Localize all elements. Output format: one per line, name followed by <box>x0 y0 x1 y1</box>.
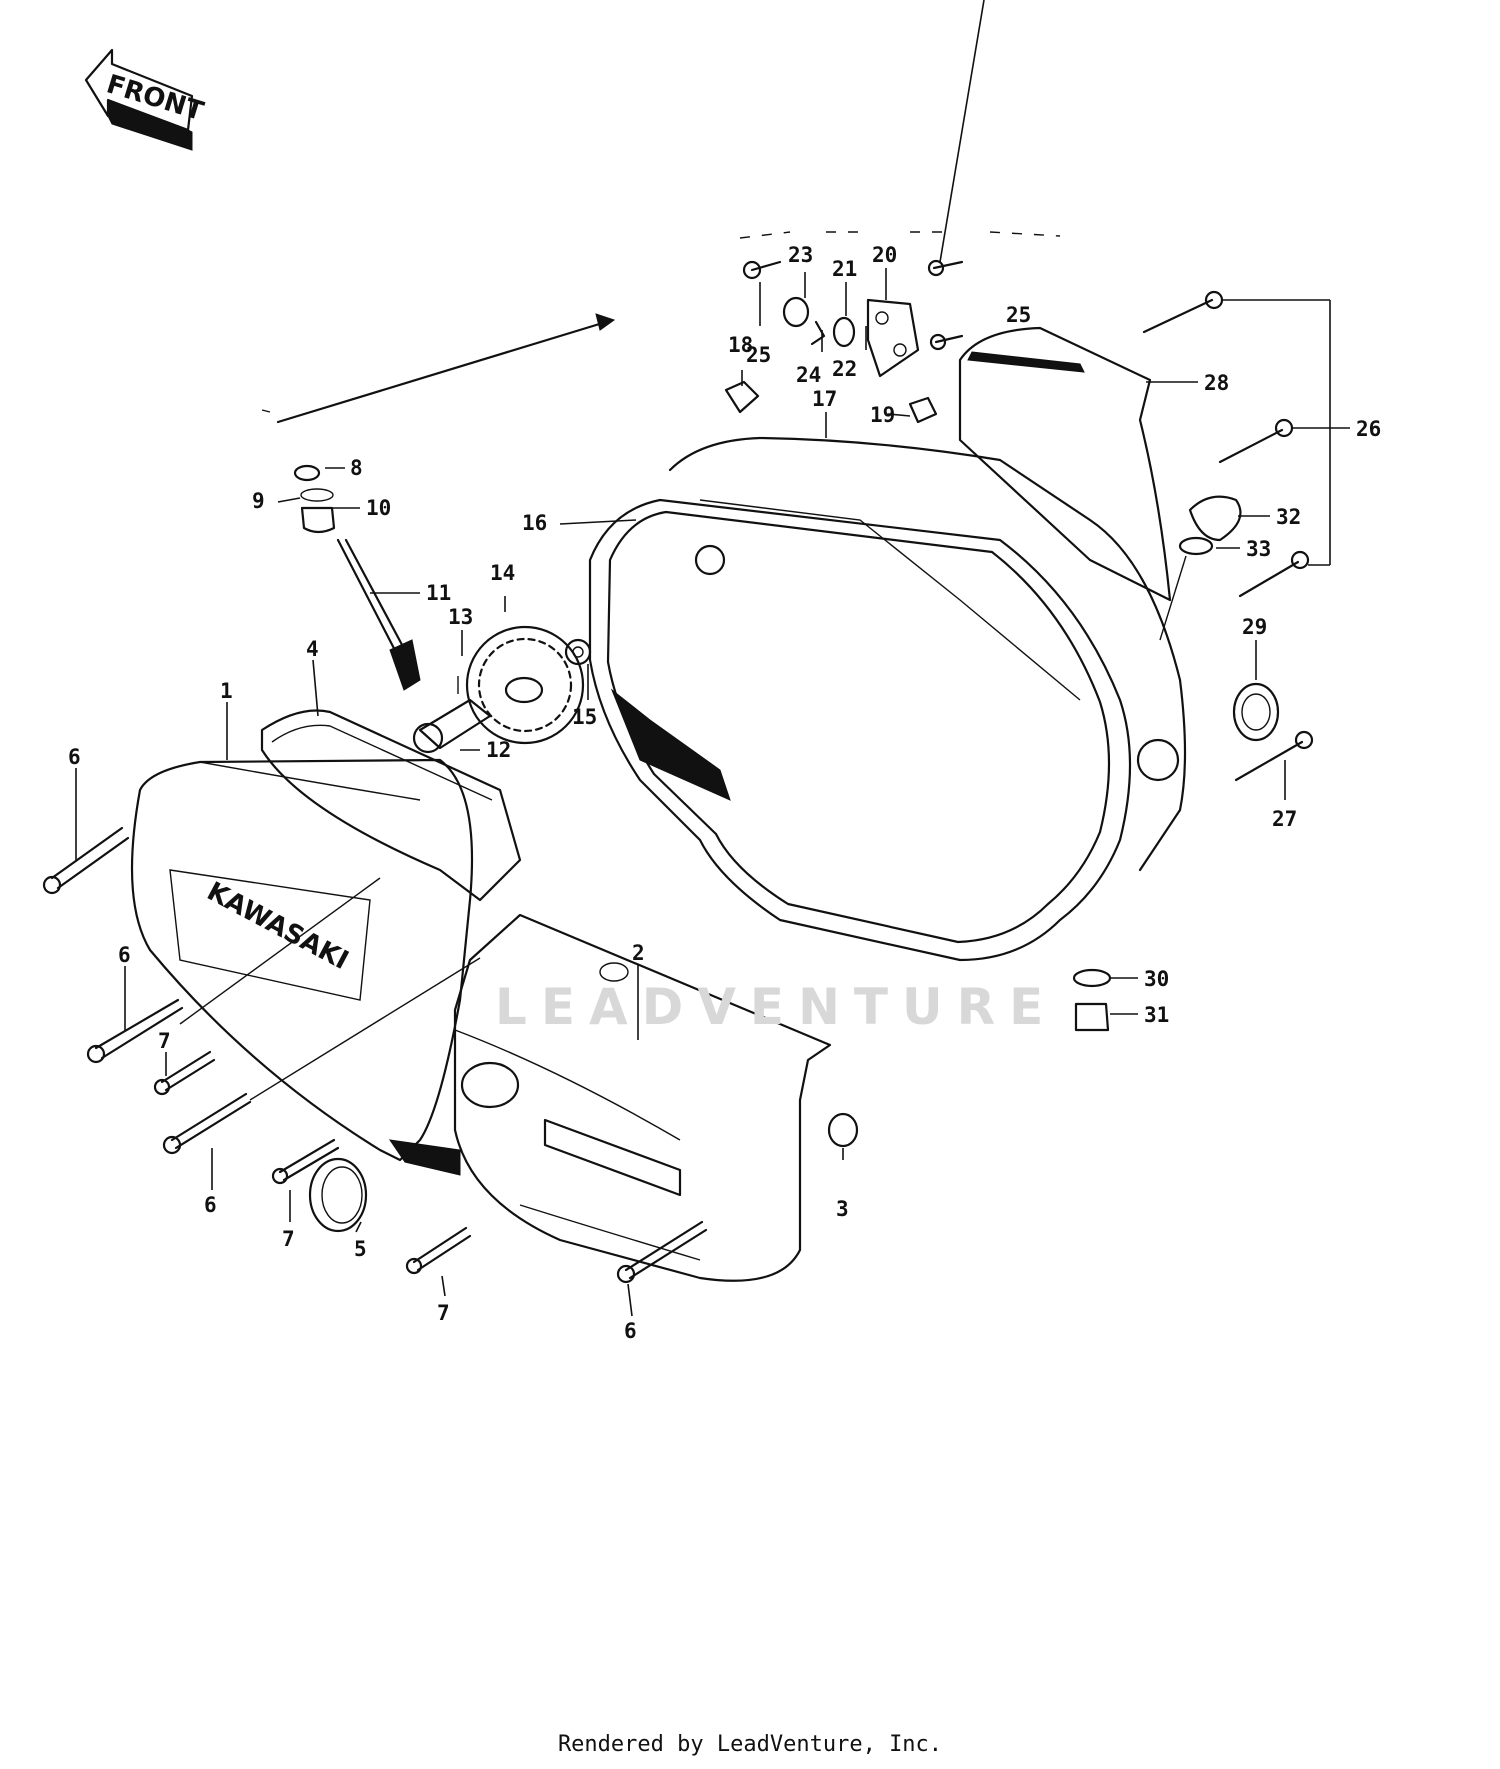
callout-10: 10 <box>366 496 391 520</box>
cap-part <box>308 1157 368 1233</box>
callout-13: 13 <box>448 605 473 629</box>
callout-33: 33 <box>1246 537 1271 561</box>
callout-2: 2 <box>632 941 645 965</box>
callout-16: 16 <box>522 511 547 535</box>
callout-32: 32 <box>1276 505 1301 529</box>
left-cover-part: KAWASAKI <box>130 758 474 1176</box>
callout-17: 17 <box>812 387 837 411</box>
callout-19: 19 <box>870 403 895 427</box>
right-hardware-parts <box>1072 290 1314 1032</box>
callout-29: 29 <box>1242 615 1267 639</box>
callout-25b: 25 <box>1006 303 1031 327</box>
callout-7b: 7 <box>282 1227 295 1251</box>
kawasaki-logo: KAWASAKI <box>202 877 353 976</box>
callout-11: 11 <box>426 581 451 605</box>
front-arrow-icon: FRONT <box>84 48 207 151</box>
upper-cover-part <box>958 326 1172 602</box>
callout-20: 20 <box>872 243 897 267</box>
grommet-part <box>827 1112 859 1148</box>
callout-27: 27 <box>1272 807 1297 831</box>
callout-15: 15 <box>572 705 597 729</box>
callout-30: 30 <box>1144 967 1169 991</box>
cover-gasket-part <box>260 709 522 902</box>
callout-3: 3 <box>836 1197 849 1221</box>
callout-7c: 7 <box>437 1301 450 1325</box>
callout-6b: 6 <box>118 943 131 967</box>
callout-5: 5 <box>354 1237 367 1261</box>
callout-12: 12 <box>486 738 511 762</box>
leader-lines <box>75 0 1350 1317</box>
callout-21: 21 <box>832 257 857 281</box>
callout-7a: 7 <box>158 1029 171 1053</box>
callout-18: 18 <box>728 333 753 357</box>
callout-8: 8 <box>350 456 363 480</box>
direction-arrow-icon <box>261 231 1061 424</box>
callout-6d: 6 <box>624 1319 637 1343</box>
right-cover-part <box>588 436 1187 962</box>
speedometer-shaft-part <box>293 464 421 691</box>
callout-23: 23 <box>788 243 813 267</box>
callout-28: 28 <box>1204 371 1229 395</box>
callout-14: 14 <box>490 561 515 585</box>
callout-24: 24 <box>796 363 821 387</box>
callout-31: 31 <box>1144 1003 1169 1027</box>
callout-1: 1 <box>220 679 233 703</box>
callout-22: 22 <box>832 357 857 381</box>
callout-26: 26 <box>1356 417 1381 441</box>
callout-25a: 25 <box>746 343 771 367</box>
callout-9: 9 <box>252 489 265 513</box>
callout-labels: 1 2 3 4 5 6 6 6 6 7 7 7 8 9 10 11 12 13 … <box>68 243 1381 1343</box>
bolts-left <box>42 826 708 1284</box>
callout-6a: 6 <box>68 745 81 769</box>
callout-4: 4 <box>306 637 319 661</box>
watermark-text: LEADVENTURE <box>495 978 1057 1036</box>
callout-6c: 6 <box>204 1193 217 1217</box>
lower-cover-part <box>453 913 832 1282</box>
footer-credit: Rendered by LeadVenture, Inc. <box>557 1732 943 1757</box>
drive-gear-part <box>412 625 592 754</box>
small-hardware-parts <box>724 259 964 424</box>
